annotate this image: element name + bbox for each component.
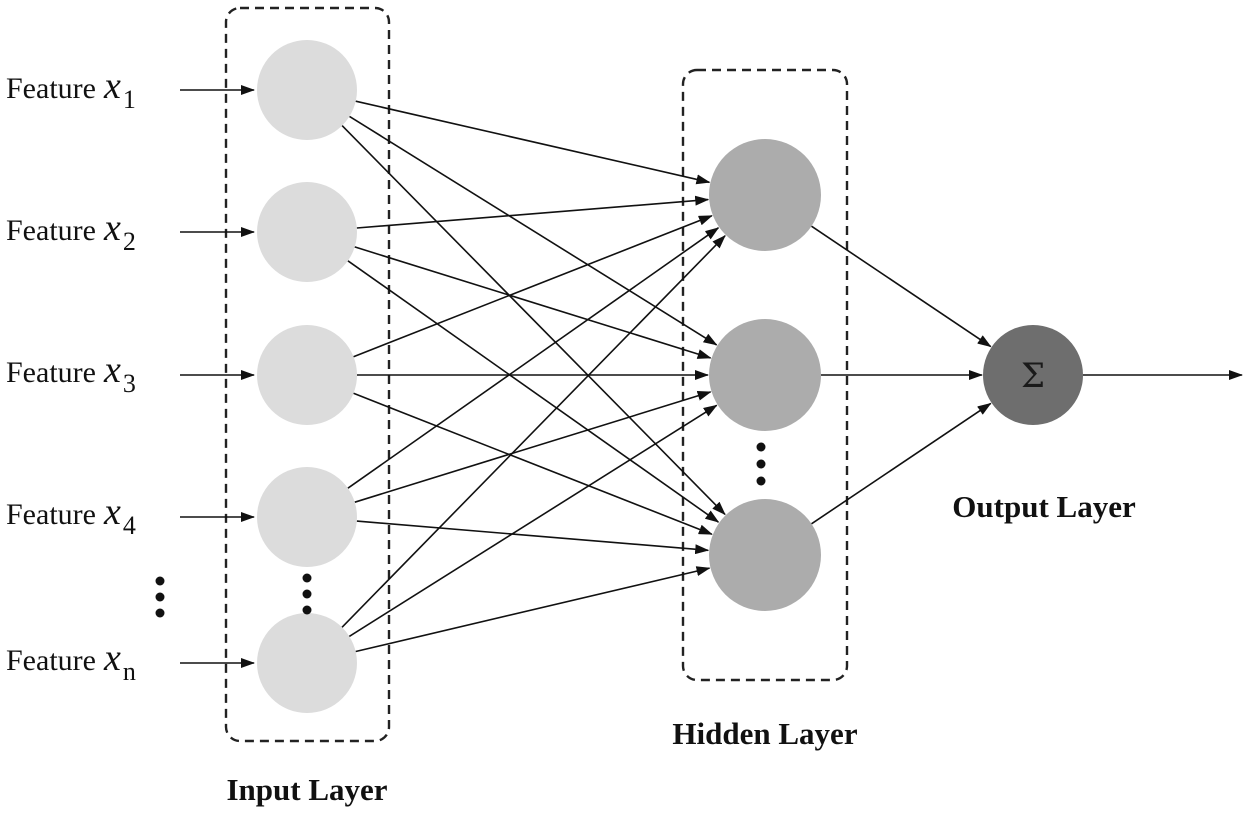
edge-input-2-hidden-1 [356, 195, 710, 229]
input-node-4 [257, 467, 357, 567]
hidden-node-m [709, 499, 821, 611]
input-node-1 [257, 40, 357, 140]
connections [341, 100, 992, 653]
input-node-ellipsis [302, 573, 312, 615]
edge-hidden-1-output [811, 225, 992, 348]
input-node-3 [257, 325, 357, 425]
input-node-n [257, 613, 357, 713]
sigma-symbol: Σ [1021, 356, 1045, 396]
hidden-layer-label: Hidden Layer [672, 716, 857, 751]
output-layer-label: Output Layer [952, 489, 1136, 524]
hidden-layer-box [681, 68, 849, 682]
input-layer-box [224, 6, 391, 743]
hidden-node-2 [709, 319, 821, 431]
edge-input-4-hidden-2 [354, 390, 712, 503]
edge-input-3-hidden-3 [353, 392, 713, 535]
edge-input-5-hidden-2 [348, 404, 718, 638]
edge-input-4-hidden-3 [356, 520, 710, 555]
feature-ellipsis [155, 576, 165, 618]
edge-input-3-hidden-1 [353, 215, 713, 358]
input-node-2 [257, 182, 357, 282]
edge-input-1-hidden-1 [355, 100, 711, 185]
edge-input-1-hidden-2 [349, 115, 718, 346]
hidden-node-ellipsis [756, 442, 766, 486]
hidden-node-1 [709, 139, 821, 251]
output-node [983, 325, 1083, 425]
edge-input-4-hidden-1 [347, 227, 720, 489]
input-layer-label: Input Layer [226, 772, 387, 807]
edge-input-1-hidden-3 [341, 125, 726, 516]
edge-hidden-3-output [811, 402, 992, 525]
edge-input-5-hidden-1 [341, 234, 726, 628]
edge-input-2-hidden-3 [347, 260, 720, 523]
edge-input-5-hidden-3 [355, 566, 711, 653]
edge-input-2-hidden-2 [354, 246, 712, 359]
